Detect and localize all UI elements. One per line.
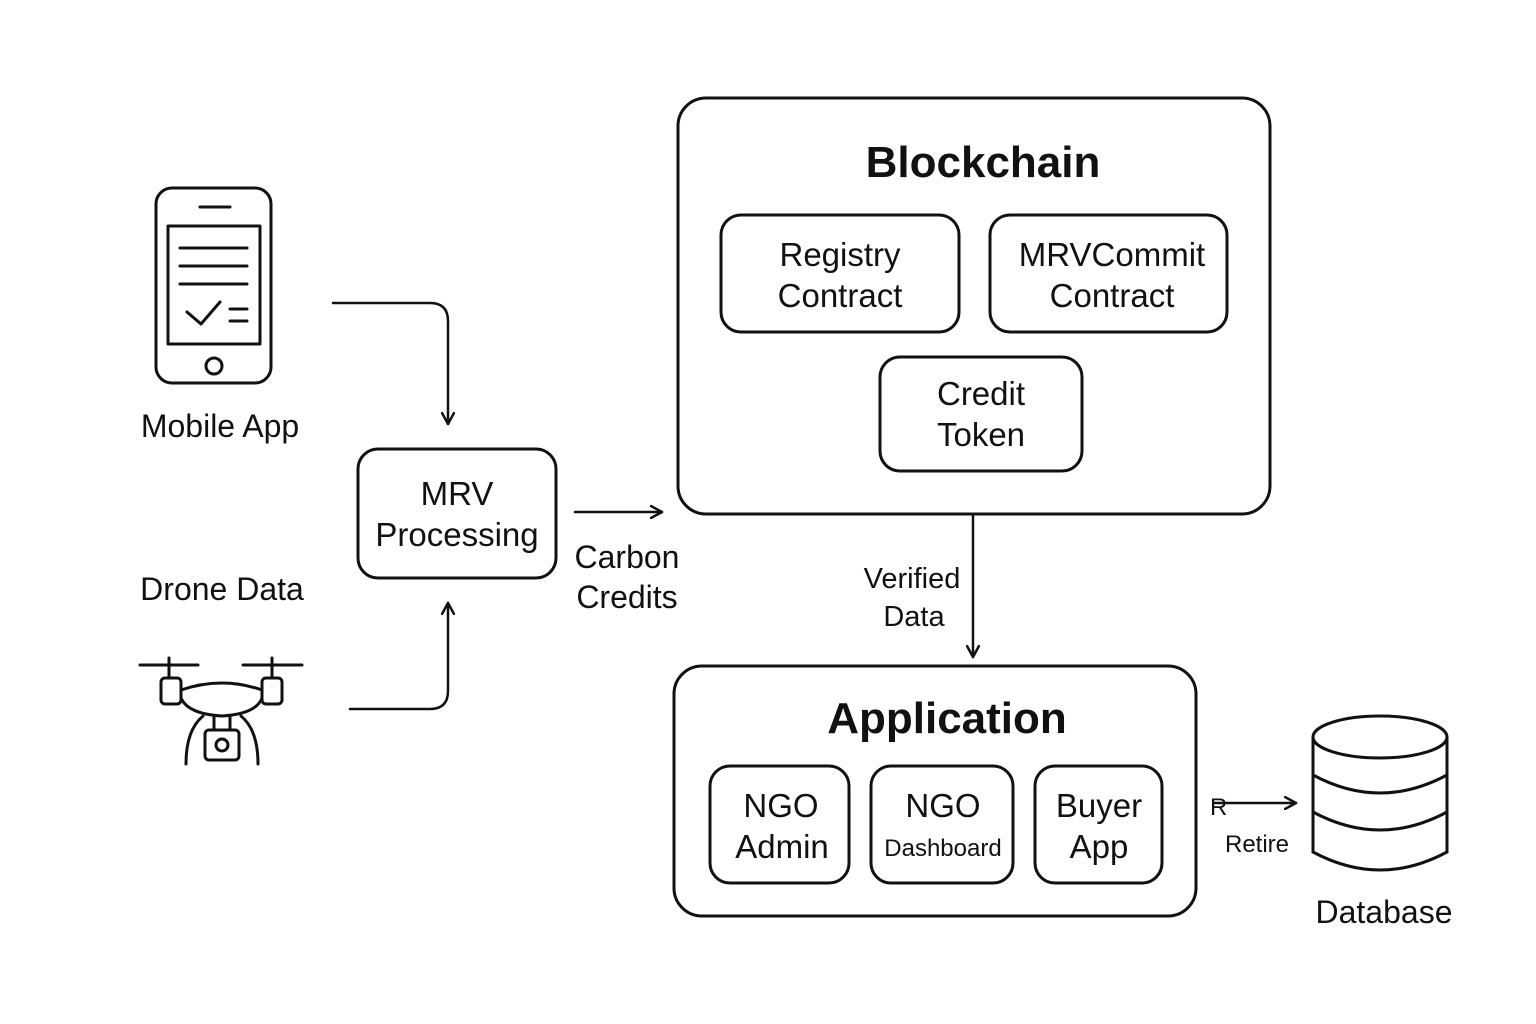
registry-contract-line1: Registry [779, 236, 901, 273]
retire-label: Retire [1225, 831, 1289, 858]
blockchain-title: Blockchain [866, 138, 1101, 187]
credit-token-node: Credit Token [878, 355, 1084, 473]
registry-contract-line2: Contract [778, 277, 903, 314]
mrvcommit-contract-line1: MRVCommit [1019, 236, 1205, 273]
verified-data-label-line2: Data [883, 601, 945, 633]
smartphone-checklist-icon [154, 186, 273, 385]
blockchain-container: Blockchain Registry Contract MRVCommit C… [676, 96, 1272, 516]
buyer-app-line2: App [1070, 828, 1129, 865]
mobile-app-label: Mobile App [141, 408, 299, 444]
mrv-processing-line2: Processing [375, 516, 538, 553]
retire-mark: R [1210, 794, 1227, 821]
ngo-dashboard-line2: Dashboard [884, 835, 1001, 862]
credit-token-line2: Token [937, 416, 1025, 453]
carbon-credits-label-line2: Credits [576, 579, 677, 615]
ngo-admin-line2: Admin [735, 828, 829, 865]
mrv-processing-node: MRV Processing [356, 447, 558, 580]
verified-data-label-line1: Verified [864, 563, 961, 595]
ngo-dashboard-node: NGO Dashboard [869, 764, 1015, 885]
drone-camera-icon [138, 656, 304, 766]
ngo-admin-line1: NGO [743, 787, 818, 824]
drone-to-mrv-arrow [348, 601, 448, 711]
registry-contract-node: Registry Contract [719, 213, 961, 334]
database-label: Database [1316, 894, 1453, 930]
mrvcommit-contract-node: MRVCommit Contract [988, 213, 1229, 334]
application-title: Application [827, 694, 1067, 743]
application-container: Application NGO Admin NGO Dashboard Buye… [672, 664, 1198, 918]
drone-data-label: Drone Data [140, 571, 304, 607]
mrv-processing-line1: MRV [421, 475, 494, 512]
buyer-app-node: Buyer App [1033, 764, 1164, 885]
mrvcommit-contract-line2: Contract [1050, 277, 1175, 314]
ngo-admin-node: NGO Admin [708, 764, 851, 885]
credit-token-line1: Credit [937, 375, 1025, 412]
mobile-to-mrv-arrow [331, 301, 448, 426]
database-cylinder-icon [1311, 714, 1449, 872]
carbon-credits-label-line1: Carbon [575, 539, 680, 575]
buyer-app-line1: Buyer [1056, 787, 1142, 824]
ngo-dashboard-line1: NGO [905, 787, 980, 824]
